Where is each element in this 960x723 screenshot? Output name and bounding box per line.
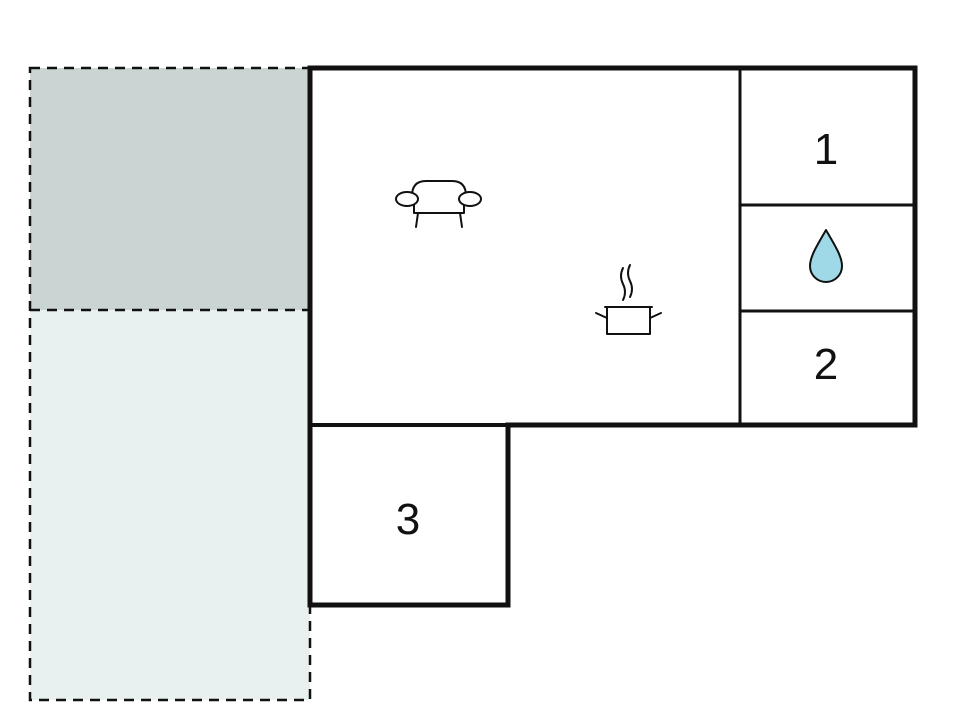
cooking-pot-icon bbox=[595, 264, 662, 335]
open-terrace-area bbox=[30, 310, 310, 700]
room-label-bedroom-3: 3 bbox=[396, 495, 420, 544]
covered-terrace-area bbox=[30, 68, 310, 310]
sofa-icon bbox=[395, 180, 482, 228]
room-label-bedroom-2: 2 bbox=[814, 340, 838, 389]
water-drop-icon bbox=[809, 229, 843, 283]
room-label-bedroom-1: 1 bbox=[814, 125, 838, 174]
